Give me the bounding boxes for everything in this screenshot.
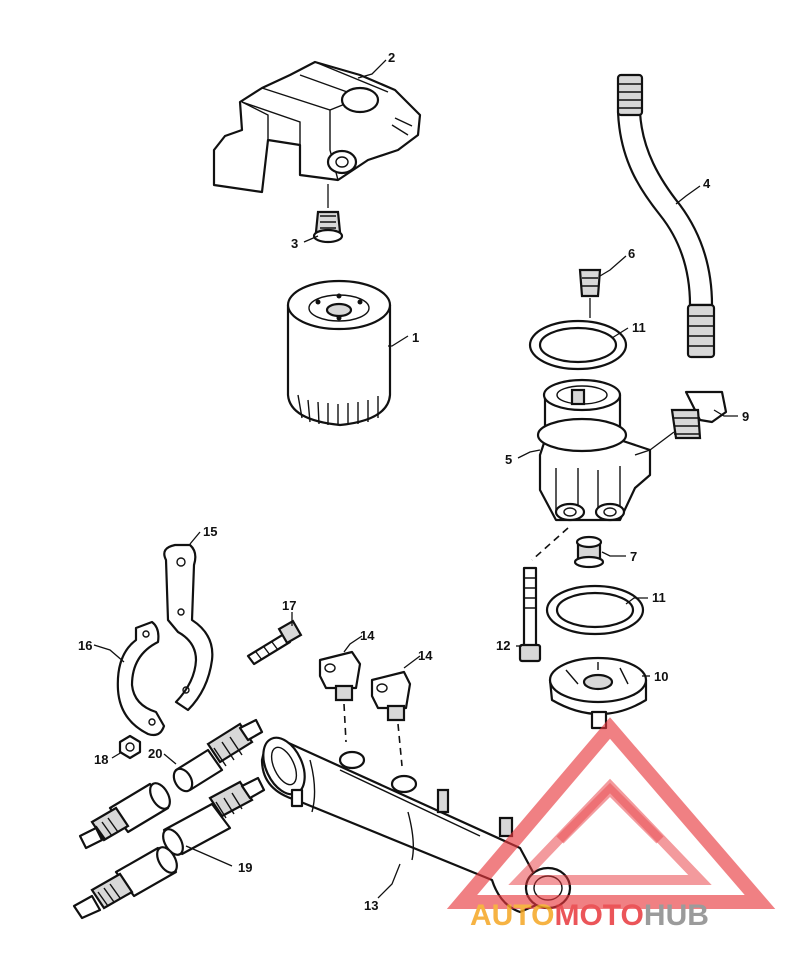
watermark-auto: AUTO: [470, 899, 554, 932]
callout-15: 15: [203, 524, 217, 539]
callout-14-left: 14: [360, 628, 375, 643]
assembly-line-fitting-right: [397, 723, 403, 767]
callout-13: 13: [364, 898, 378, 913]
part-17-bolt: [246, 619, 303, 666]
part-19-hose-fittings: [72, 776, 266, 920]
callout-18: 18: [94, 752, 108, 767]
callout-14-right: 14: [418, 648, 433, 663]
part-7-plug: [573, 535, 605, 569]
part-9-elbow-fitting: [649, 390, 728, 451]
watermark-logo-triangle: [446, 717, 776, 909]
callout-3: 3: [291, 236, 298, 251]
callout-leaders: [93, 59, 738, 899]
part-1-oil-filter: [286, 279, 392, 427]
callout-20: 20: [148, 746, 162, 761]
callout-19: 19: [238, 860, 252, 875]
part-16-lower-clamp: [116, 620, 166, 737]
callout-12: 12: [496, 638, 510, 653]
part-20-hose-fitting: [172, 718, 264, 793]
part-14-fitting-right: [370, 670, 412, 722]
assembly-line-fitting-left: [343, 703, 347, 743]
callout-2: 2: [388, 50, 395, 65]
part-15-upper-clamp: [163, 543, 214, 712]
callout-9: 9: [742, 409, 749, 424]
part-12-bolt: [518, 566, 542, 663]
callout-11-upper: 11: [632, 320, 646, 335]
callout-numbers: 2 3 1 4 6 11 5 9 7 11 12 10 15 16 17 14 …: [78, 50, 749, 913]
part-14-fitting-left: [318, 650, 362, 702]
assembly-line-housing-bolt: [531, 527, 569, 561]
watermark-text: AUTOMOTOHUB: [470, 899, 709, 932]
callout-10: 10: [654, 669, 668, 684]
watermark-moto: MOTO: [554, 899, 643, 932]
callout-7: 7: [630, 549, 637, 564]
callout-5: 5: [505, 452, 512, 467]
part-2-filter-adapter-bracket: [212, 60, 422, 194]
part-11-lower-o-ring: [545, 584, 645, 636]
callout-16: 16: [78, 638, 92, 653]
part-5-filter-housing: [536, 378, 652, 522]
part-3-plug: [312, 184, 344, 244]
watermark-hub: HUB: [644, 899, 709, 932]
part-4-hose: [616, 73, 716, 359]
callout-17: 17: [282, 598, 296, 613]
callout-11-lower: 11: [652, 590, 666, 605]
part-18-nut: [118, 734, 142, 760]
part-11-upper-o-ring: [528, 319, 628, 371]
callout-4: 4: [703, 176, 711, 191]
automotohub-watermark: AUTOMOTOHUB: [446, 717, 776, 932]
part-6-plug: [578, 268, 602, 318]
callout-1: 1: [412, 330, 419, 345]
callout-6: 6: [628, 246, 635, 261]
part-10-base-cap: [548, 656, 648, 730]
